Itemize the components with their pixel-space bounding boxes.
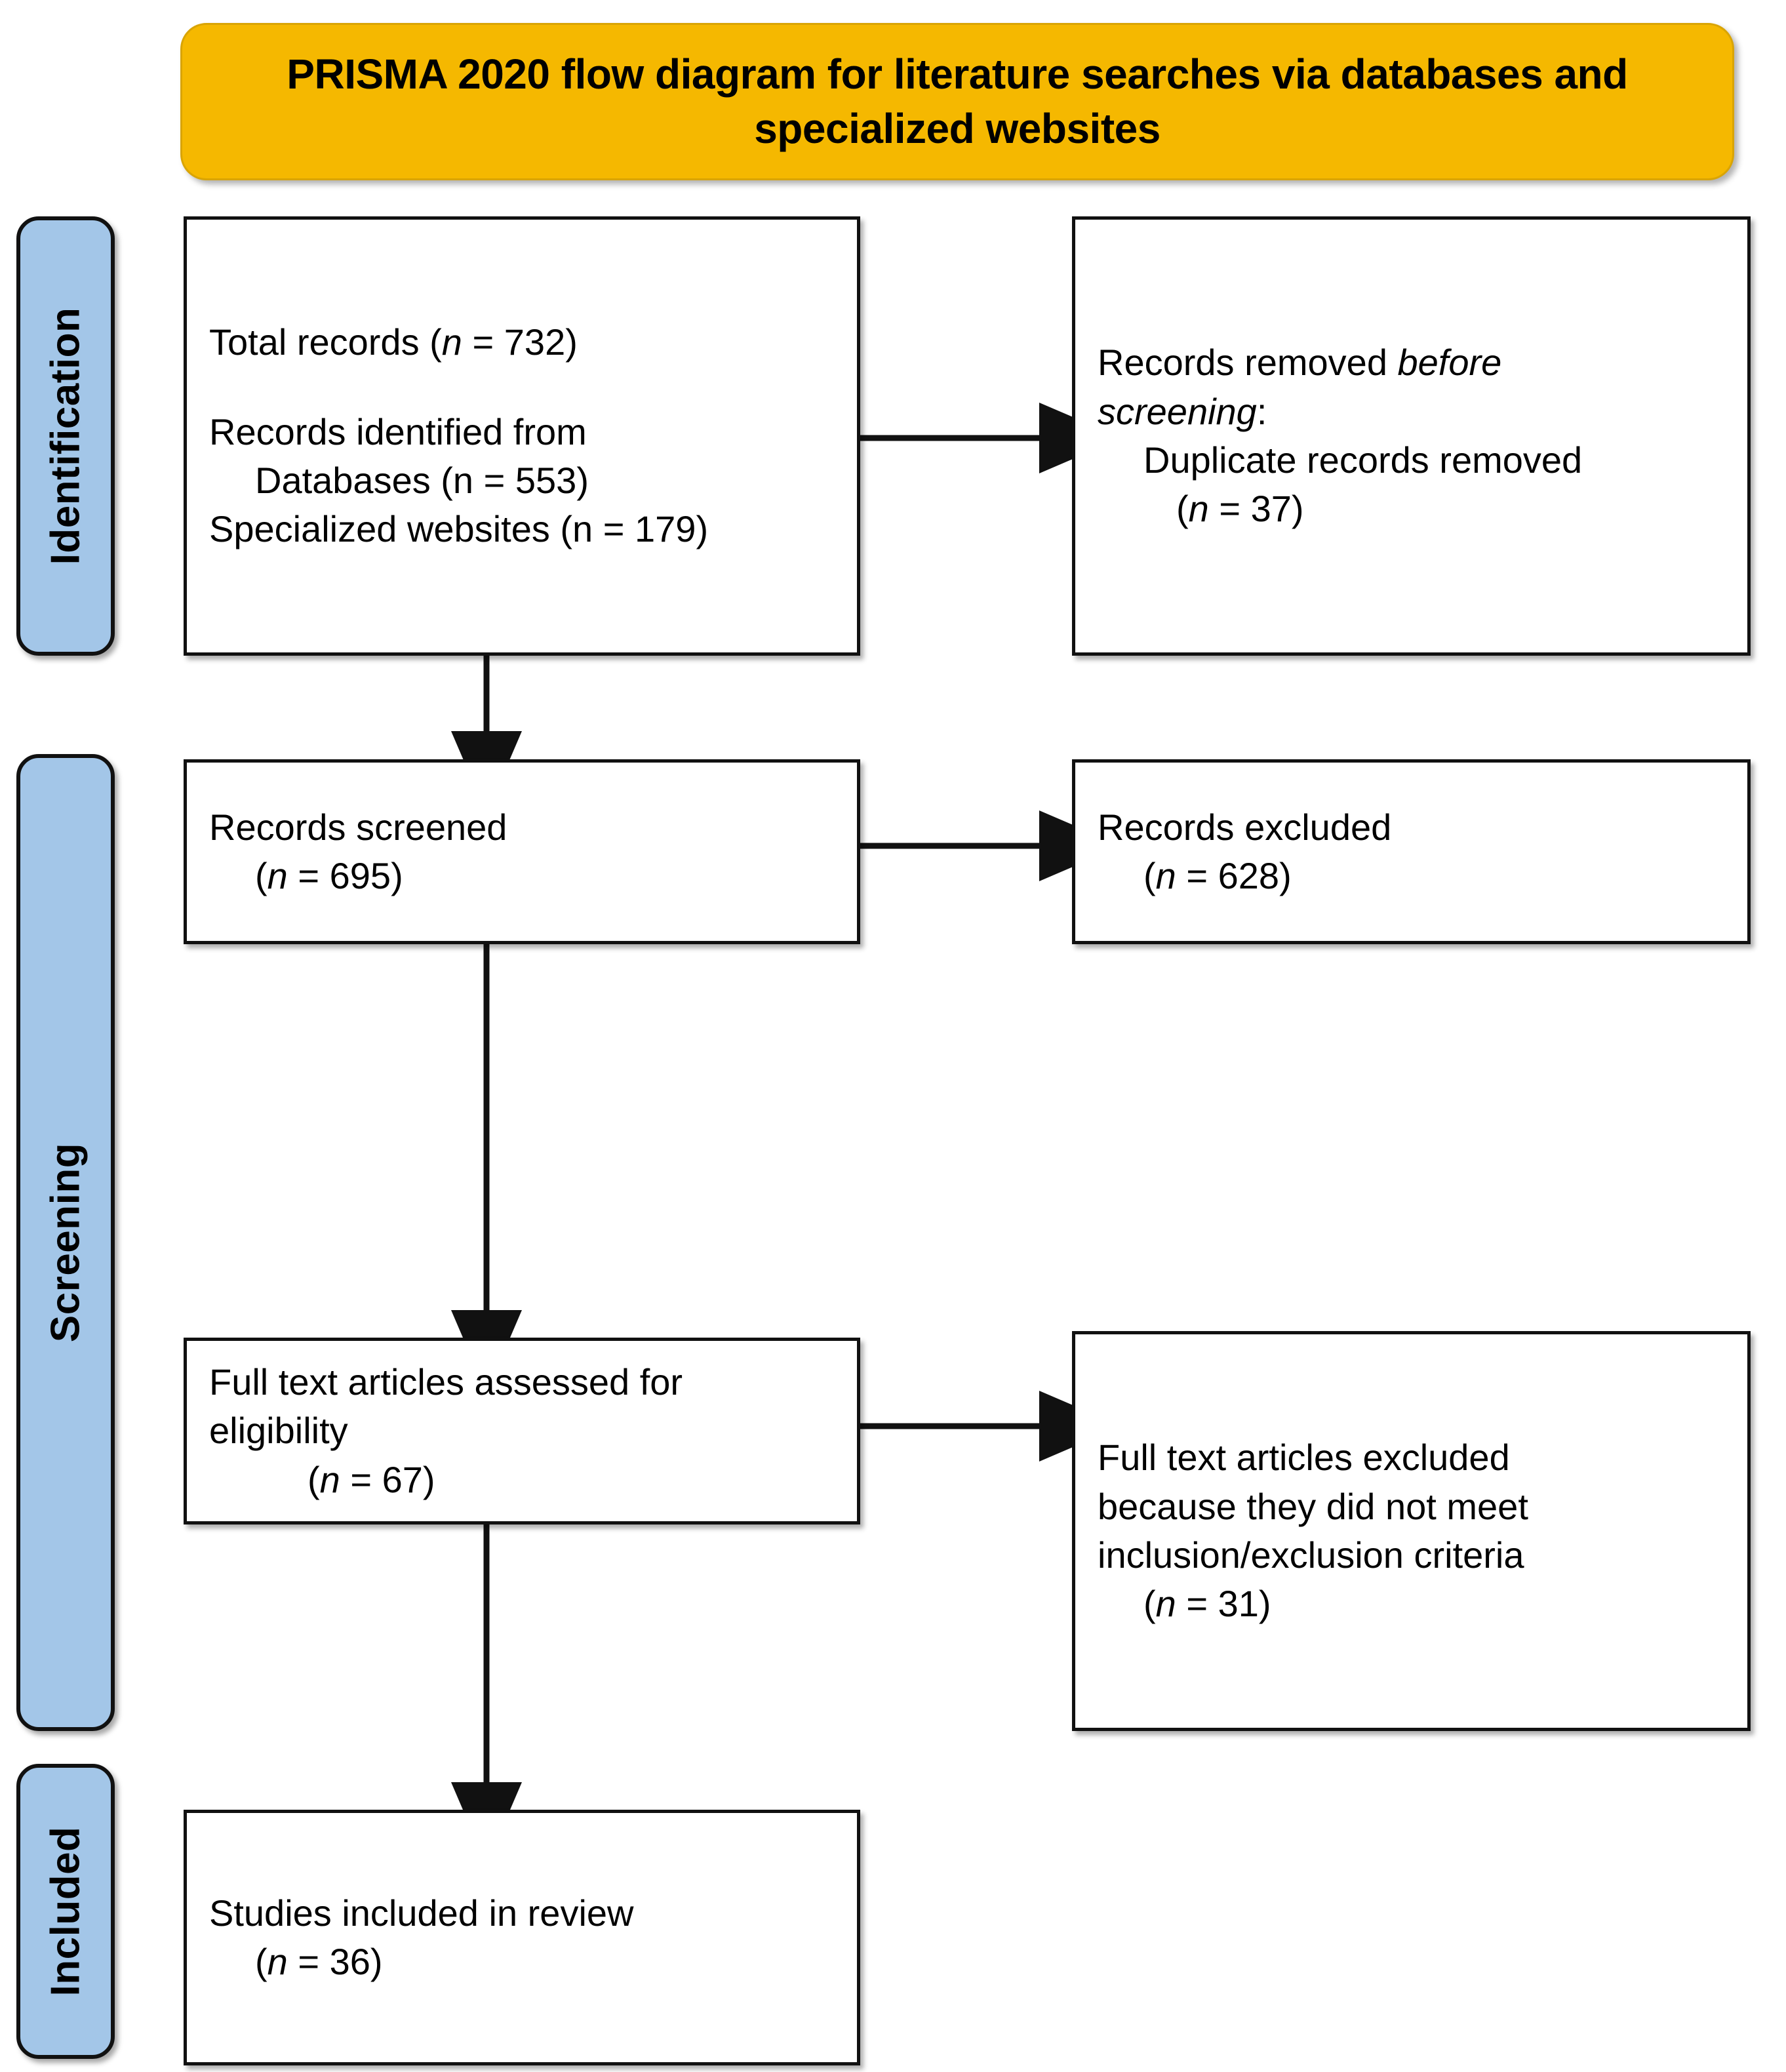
box-studies-included: Studies included in review (n = 36) [184, 1810, 860, 2065]
included-line2-b: = 36) [287, 1941, 383, 1982]
excluded-line1: Records excluded [1098, 806, 1392, 848]
identified-line1-a: Total records ( [209, 321, 442, 363]
removed-line3: Duplicate records removed [1143, 439, 1583, 481]
removed-line2-b: : [1256, 390, 1267, 432]
screened-line2-b: = 695) [287, 855, 403, 896]
fulltext-line1: Full text articles assessed for [209, 1361, 683, 1403]
identified-line3: Databases (n = 553) [255, 460, 589, 501]
italic-n: n [441, 321, 462, 363]
italic-screening: screening [1098, 390, 1257, 432]
box-records-removed-before-screening: Records removed before screening: Duplicat… [1072, 216, 1751, 656]
box-records-screened-text: Records screened (n = 695) [187, 803, 857, 901]
box-records-removed-text: Records removed before screening: Duplicat… [1075, 338, 1747, 534]
fulltext-line3-a: ( [308, 1458, 320, 1500]
italic-n: n [319, 1458, 340, 1500]
page-title: PRISMA 2020 flow diagram for literature … [287, 50, 1628, 152]
phase-label-included-text: Included [43, 1826, 89, 1997]
excluded-line2-b: = 628) [1176, 855, 1292, 896]
fullexcluded-line4-a: ( [1143, 1583, 1156, 1625]
phase-label-included: Included [16, 1764, 115, 2059]
italic-n: n [267, 855, 288, 896]
fullexcluded-line1: Full text articles excluded [1098, 1437, 1510, 1479]
phase-label-screening: Screening [16, 754, 115, 1731]
removed-line1-a: Records removed [1098, 342, 1398, 384]
italic-before: before [1397, 342, 1502, 384]
box-fulltext-excluded-text: Full text articles excluded because they … [1075, 1433, 1747, 1629]
box-records-excluded: Records excluded (n = 628) [1072, 759, 1751, 944]
screened-line1: Records screened [209, 806, 507, 848]
excluded-line2-a: ( [1143, 855, 1156, 896]
italic-n: n [1155, 855, 1176, 896]
phase-label-identification-text: Identification [43, 307, 89, 565]
box-fulltext-excluded: Full text articles excluded because they … [1072, 1331, 1751, 1731]
removed-line4-a: ( [1176, 488, 1189, 530]
box-records-screened: Records screened (n = 695) [184, 759, 860, 944]
fullexcluded-line2: because they did not meet [1098, 1485, 1528, 1527]
included-line2-a: ( [255, 1941, 268, 1982]
phase-label-identification: Identification [16, 216, 115, 656]
italic-n: n [267, 1941, 288, 1982]
italic-n: n [1155, 1583, 1176, 1625]
fullexcluded-line3: inclusion/exclusion criteria [1098, 1534, 1524, 1576]
identified-line4: Specialized websites (n = 179) [209, 508, 709, 550]
identified-line1-b: = 732) [462, 321, 578, 363]
box-fulltext-assessed-text: Full text articles assessed for eligibili… [187, 1358, 857, 1504]
box-records-excluded-text: Records excluded (n = 628) [1075, 803, 1747, 901]
diagram-title-banner: PRISMA 2020 flow diagram for literature … [180, 23, 1734, 180]
box-records-identified-text: Total records (n = 732) Records identifie… [187, 318, 857, 554]
box-fulltext-assessed: Full text articles assessed for eligibili… [184, 1338, 860, 1524]
box-records-identified: Total records (n = 732) Records identifie… [184, 216, 860, 656]
phase-label-screening-text: Screening [43, 1142, 89, 1343]
box-studies-included-text: Studies included in review (n = 36) [187, 1889, 857, 1987]
included-line1: Studies included in review [209, 1892, 634, 1934]
removed-line4-b: = 37) [1208, 488, 1304, 530]
fullexcluded-line4-b: = 31) [1176, 1583, 1271, 1625]
identified-line2: Records identified from [209, 410, 587, 452]
italic-n: n [1188, 488, 1209, 530]
fulltext-line2: eligibility [209, 1410, 348, 1452]
fulltext-line3-b: = 67) [340, 1458, 435, 1500]
screened-line2-a: ( [255, 855, 268, 896]
